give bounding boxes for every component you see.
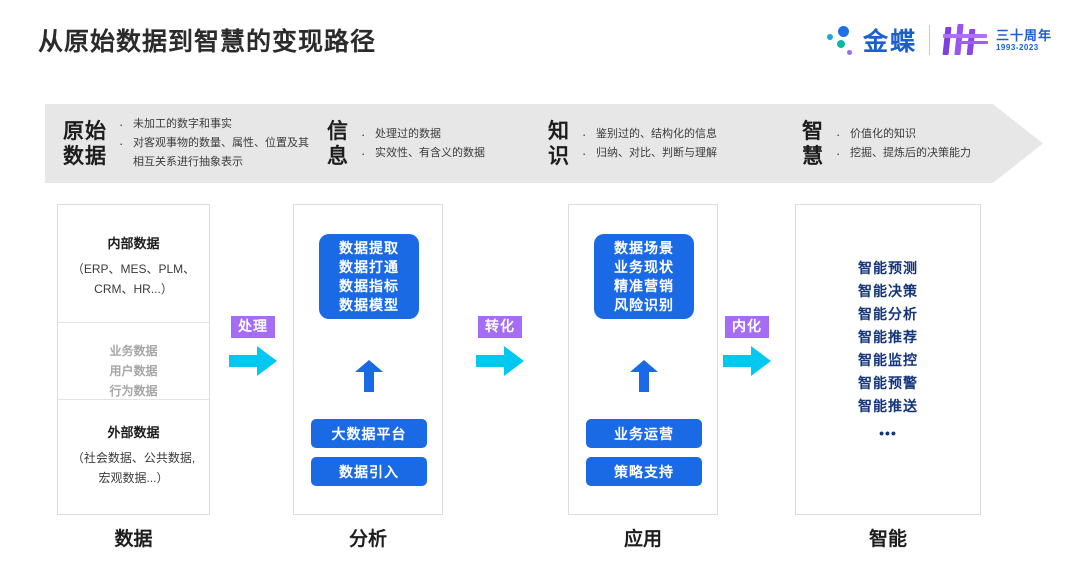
smart-item: 智能分析 <box>858 306 918 322</box>
connector-internalization: 内化 <box>718 316 776 376</box>
banner-segment-title: 知 识 <box>548 119 570 168</box>
banner-bullet: · 实效性、有含义的数据 <box>361 145 485 161</box>
connector-label: 转化 <box>478 316 522 338</box>
external-data-sub-line2: 宏观数据...） <box>98 471 169 485</box>
banner-bullet: · 处理过的数据 <box>361 126 441 142</box>
up-arrow-icon <box>630 360 658 392</box>
banner-segment-raw-data: 原始 数据 · 未加工的数字和事实 · 对客观事物的数量、属性、位置及其相互关系… <box>63 104 313 183</box>
column-label-application: 应用 <box>623 529 662 550</box>
data-types-block: 业务数据 用户数据 行为数据 <box>58 323 209 400</box>
banner-bullet-list: · 鉴别过的、结构化的信息 · 归纳、对比、判断与理解 <box>582 125 717 163</box>
banner-bullet-list: · 未加工的数字和事实 · 对客观事物的数量、属性、位置及其相互关系进行抽象表示 <box>119 115 313 172</box>
data-type-item: 用户数据 <box>109 364 158 378</box>
internal-data-sub-line1: （ERP、MES、PLM、 <box>71 262 196 276</box>
internal-data-sub-line2: CRM、HR...） <box>94 282 173 296</box>
application-card: 数据场景 业务现状 精准营销 风险识别 <box>594 234 694 319</box>
bullet-dot-icon: · <box>582 126 587 142</box>
anniversary-text: 三十周年 1993-2023 <box>996 28 1052 53</box>
connector-processing: 处理 <box>224 316 282 376</box>
banner-bullet: · 未加工的数字和事实 <box>119 117 232 132</box>
application-card-item: 风险识别 <box>614 296 674 313</box>
banner-segment-title: 信 息 <box>327 119 349 168</box>
column-label-data: 数据 <box>114 529 153 550</box>
smart-ellipsis: ••• <box>879 425 897 441</box>
banner-bullet-list: · 处理过的数据 · 实效性、有含义的数据 <box>361 125 485 163</box>
anniversary-years: 1993-2023 <box>995 42 1039 52</box>
internal-data-title: 内部数据 <box>107 236 160 251</box>
logo-divider <box>928 25 930 55</box>
analysis-card: 数据提取 数据打通 数据指标 数据模型 <box>319 234 419 319</box>
column-smart: 智能预测 智能决策 智能分析 智能推荐 智能监控 智能预警 智能推送 ••• <box>795 204 981 515</box>
bullet-dot-icon: · <box>836 126 841 142</box>
bullet-dot-icon: · <box>836 145 841 161</box>
analysis-card-item: 数据提取 <box>339 239 399 256</box>
smart-item: 智能决策 <box>858 283 918 299</box>
smart-item: 智能推荐 <box>858 329 918 345</box>
bullet-dot-icon: · <box>361 126 366 142</box>
application-card-item: 业务现状 <box>614 258 674 275</box>
external-data-block: 外部数据 （社会数据、公共数据, 宏观数据...） <box>58 400 209 488</box>
application-card-item: 精准营销 <box>614 277 674 294</box>
kingdee-dots-icon <box>825 23 859 57</box>
bullet-dot-icon: · <box>119 117 124 132</box>
internal-data-block: 内部数据 （ERP、MES、PLM、 CRM、HR...） <box>58 205 209 323</box>
connector-transformation: 转化 <box>471 316 529 376</box>
brand-name: 金蝶 <box>862 28 917 56</box>
brand-logo: 金蝶 三十周年 1993-2023 <box>825 20 1052 60</box>
analysis-card-item: 数据模型 <box>339 296 399 313</box>
column-application: 数据场景 业务现状 精准营销 风险识别 业务运营 策略支持 <box>568 204 718 515</box>
smart-item: 智能预警 <box>858 375 918 391</box>
banner-bullet: · 挖掘、提炼后的决策能力 <box>836 145 971 161</box>
column-data: 内部数据 （ERP、MES、PLM、 CRM、HR...） 业务数据 用户数据 … <box>57 204 210 515</box>
data-type-item: 业务数据 <box>109 344 158 358</box>
analysis-pill-ingest: 数据引入 <box>311 457 427 486</box>
application-pill-operations: 业务运营 <box>586 419 702 448</box>
column-analysis: 数据提取 数据打通 数据指标 数据模型 大数据平台 数据引入 <box>293 204 443 515</box>
analysis-card-item: 数据指标 <box>339 277 399 294</box>
banner-segment-title: 原始 数据 <box>63 119 107 168</box>
banner-segment-wisdom: 智 慧 · 价值化的知识 · 挖掘、提炼后的决策能力 <box>802 104 971 183</box>
anniversary-title: 三十周年 <box>995 27 1052 43</box>
smart-item: 智能预测 <box>858 260 918 276</box>
banner-bullet-list: · 价值化的知识 · 挖掘、提炼后的决策能力 <box>836 125 971 163</box>
application-card-item: 数据场景 <box>614 239 674 256</box>
right-arrow-icon <box>471 346 529 376</box>
data-type-item: 行为数据 <box>109 384 158 398</box>
right-arrow-icon <box>718 346 776 376</box>
bullet-dot-icon: · <box>119 136 124 151</box>
column-label-analysis: 分析 <box>348 529 387 550</box>
banner-bullet: · 鉴别过的、结构化的信息 <box>582 126 717 142</box>
analysis-pill-platform: 大数据平台 <box>311 419 427 448</box>
dikw-banner-arrow <box>45 104 1043 183</box>
right-arrow-icon <box>224 346 282 376</box>
banner-bullet: · 价值化的知识 <box>836 126 916 142</box>
external-data-sub-line1: （社会数据、公共数据, <box>71 451 196 465</box>
application-pill-strategy: 策略支持 <box>586 457 702 486</box>
bullet-dot-icon: · <box>361 145 366 161</box>
banner-bullet: · 归纳、对比、判断与理解 <box>582 145 717 161</box>
analysis-card-item: 数据打通 <box>339 258 399 275</box>
external-data-title: 外部数据 <box>107 425 160 440</box>
anniversary-mark-icon <box>942 23 990 57</box>
banner-bullet: · 对客观事物的数量、属性、位置及其相互关系进行抽象表示 <box>119 136 309 168</box>
smart-item: 智能监控 <box>858 352 918 368</box>
column-label-smart: 智能 <box>868 529 907 550</box>
banner-segment-title: 智 慧 <box>802 119 824 168</box>
connector-label: 处理 <box>231 316 275 338</box>
page-title: 从原始数据到智慧的变现路径 <box>38 28 377 56</box>
smart-capability-list: 智能预测 智能决策 智能分析 智能推荐 智能监控 智能预警 智能推送 ••• <box>796 205 980 445</box>
bullet-dot-icon: · <box>582 145 587 161</box>
up-arrow-icon <box>355 360 383 392</box>
banner-segment-knowledge: 知 识 · 鉴别过的、结构化的信息 · 归纳、对比、判断与理解 <box>548 104 717 183</box>
dikw-banner-content: 原始 数据 · 未加工的数字和事实 · 对客观事物的数量、属性、位置及其相互关系… <box>45 104 1043 183</box>
smart-item: 智能推送 <box>858 398 918 414</box>
banner-segment-information: 信 息 · 处理过的数据 · 实效性、有含义的数据 <box>327 104 485 183</box>
connector-label: 内化 <box>725 316 769 338</box>
